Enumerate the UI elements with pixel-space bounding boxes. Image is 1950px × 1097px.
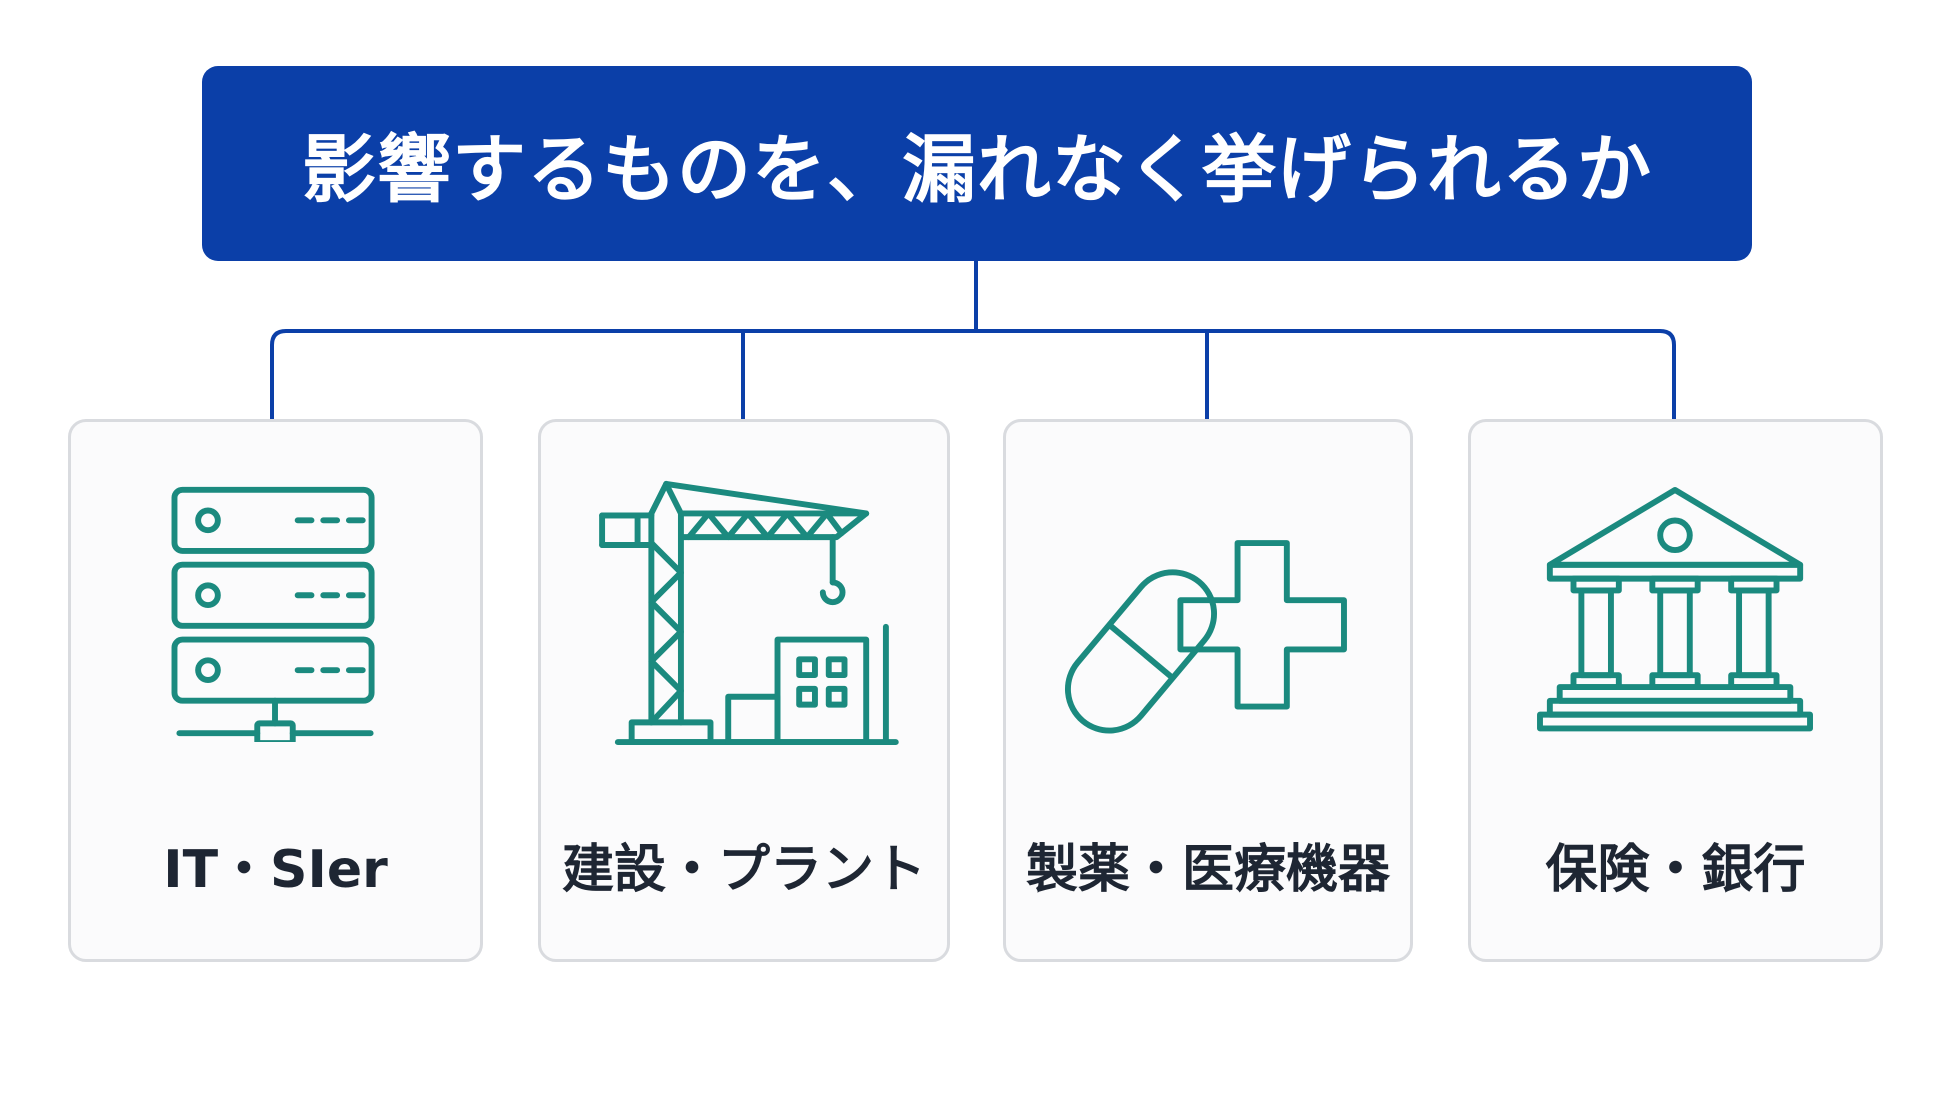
category-card-finance: 保険・銀行 — [1468, 419, 1883, 962]
server-rack-icon — [171, 486, 375, 742]
category-card-construction: 建設・プラント — [538, 419, 950, 962]
category-label: 保険・銀行 — [1545, 840, 1806, 900]
construction-crane-icon — [599, 480, 899, 746]
title-box: 影響するものを、漏れなく挙げられるか — [202, 66, 1752, 261]
category-label: 建設・プラント — [561, 840, 926, 900]
category-card-pharma: 製薬・医療機器 — [1003, 419, 1413, 962]
bank-building-icon — [1537, 486, 1813, 732]
category-label: IT・SIer — [163, 840, 388, 900]
diagram-title: 影響するものを、漏れなく挙げられるか — [302, 127, 1652, 213]
category-label: 製薬・医療機器 — [1025, 840, 1390, 900]
category-card-it: IT・SIer — [68, 419, 483, 962]
connector-branch-bar — [270, 329, 1676, 419]
pill-medical-cross-icon — [1064, 540, 1347, 734]
